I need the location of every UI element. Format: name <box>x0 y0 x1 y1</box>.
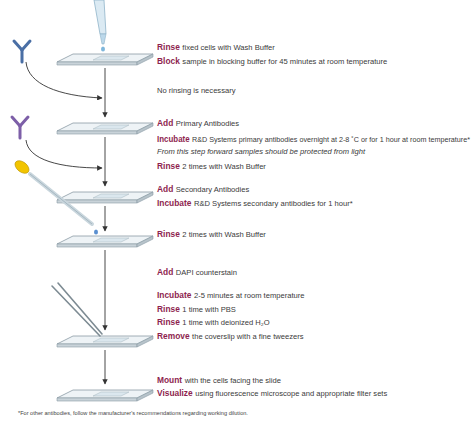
step-line: Visualizeusing fluorescence microscope a… <box>157 388 387 398</box>
step-verb: Block <box>157 56 180 66</box>
step-line: Rinse2 times with Wash Buffer <box>157 229 266 239</box>
footnote: *For other antibodies, follow the manufa… <box>18 410 248 416</box>
flow-arrows <box>26 62 105 384</box>
step-text: 2 times with Wash Buffer <box>182 162 266 171</box>
step-line: Removethe coverslip with a fine tweezers <box>157 331 304 341</box>
step-verb: Rinse <box>157 42 180 52</box>
step-line: No rinsing is necessary <box>157 86 236 95</box>
step-text: Secondary Antibodies <box>176 185 249 194</box>
step-text: DAPI counterstain <box>176 268 237 277</box>
glass-slide <box>57 123 153 134</box>
step-line: AddPrimary Antibodies <box>157 118 239 128</box>
step-text: the coverslip with a fine tweezers <box>192 332 303 341</box>
step-line: Rinse1 time with deionized H₂O <box>157 317 270 327</box>
step-text: 2-5 minutes at room temperature <box>194 291 305 300</box>
step-text: fixed cells with Wash Buffer <box>182 43 274 52</box>
step-verb: Mount <box>157 375 182 385</box>
step-line: Incubate2-5 minutes at room temperature <box>157 290 305 300</box>
step-line: Rinsefixed cells with Wash Buffer <box>157 42 275 52</box>
glass-slide <box>57 390 153 401</box>
step-text: 1 time with deionized H₂O <box>182 318 269 327</box>
pipette <box>94 0 106 52</box>
glass-slide <box>57 236 153 247</box>
step-text: 1 time with PBS <box>182 305 236 314</box>
step-verb: Remove <box>157 331 190 341</box>
step-line: Rinse1 time with PBS <box>157 304 236 314</box>
step-text: sample in blocking buffer for 45 minutes… <box>182 57 387 66</box>
step-verb: Incubate <box>157 290 191 300</box>
step-text: using fluorescence microscope and approp… <box>195 389 387 398</box>
secondary-antibody <box>12 117 28 138</box>
step-line: AddDAPI counterstain <box>157 267 237 277</box>
step-verb: Rinse <box>157 317 180 327</box>
step-verb: Rinse <box>157 161 180 171</box>
primary-antibody <box>14 41 30 62</box>
step-line: IncubateR&D Systems secondary antibodies… <box>157 198 353 208</box>
step-verb: Incubate <box>157 198 191 208</box>
dropper <box>13 158 98 234</box>
step-line: AddSecondary Antibodies <box>157 184 249 194</box>
step-line: *For other antibodies, follow the manufa… <box>18 408 248 417</box>
step-verb: Incubate <box>157 134 190 144</box>
step-verb: Add <box>157 184 173 194</box>
step-line: IncubateR&D Systems primary antibodies o… <box>157 134 470 144</box>
glass-slide <box>57 54 153 65</box>
step-text: R&D Systems primary antibodies overnight… <box>192 135 470 144</box>
step-verb: Add <box>157 267 173 277</box>
step-line: Mountwith the cells facing the slide <box>157 375 281 385</box>
step-verb: Add <box>157 118 173 128</box>
step-verb: Rinse <box>157 304 180 314</box>
tweezers <box>52 283 102 336</box>
glass-slide <box>57 336 153 347</box>
step-verb: Rinse <box>157 229 180 239</box>
warning-note: From this step forward samples should be… <box>157 147 365 156</box>
step-verb: Visualize <box>157 388 193 398</box>
step-line: Blocksample in blocking buffer for 45 mi… <box>157 56 387 66</box>
step-text: with the cells facing the slide <box>185 376 281 385</box>
step-text: Primary Antibodies <box>176 119 239 128</box>
step-line: From this step forward samples should be… <box>157 147 365 156</box>
step-text: 2 times with Wash Buffer <box>182 230 266 239</box>
step-line: Rinse2 times with Wash Buffer <box>157 161 266 171</box>
step-text: R&D Systems secondary antibodies for 1 h… <box>194 199 353 208</box>
glass-slide <box>57 192 153 203</box>
step-text: No rinsing is necessary <box>157 86 236 95</box>
